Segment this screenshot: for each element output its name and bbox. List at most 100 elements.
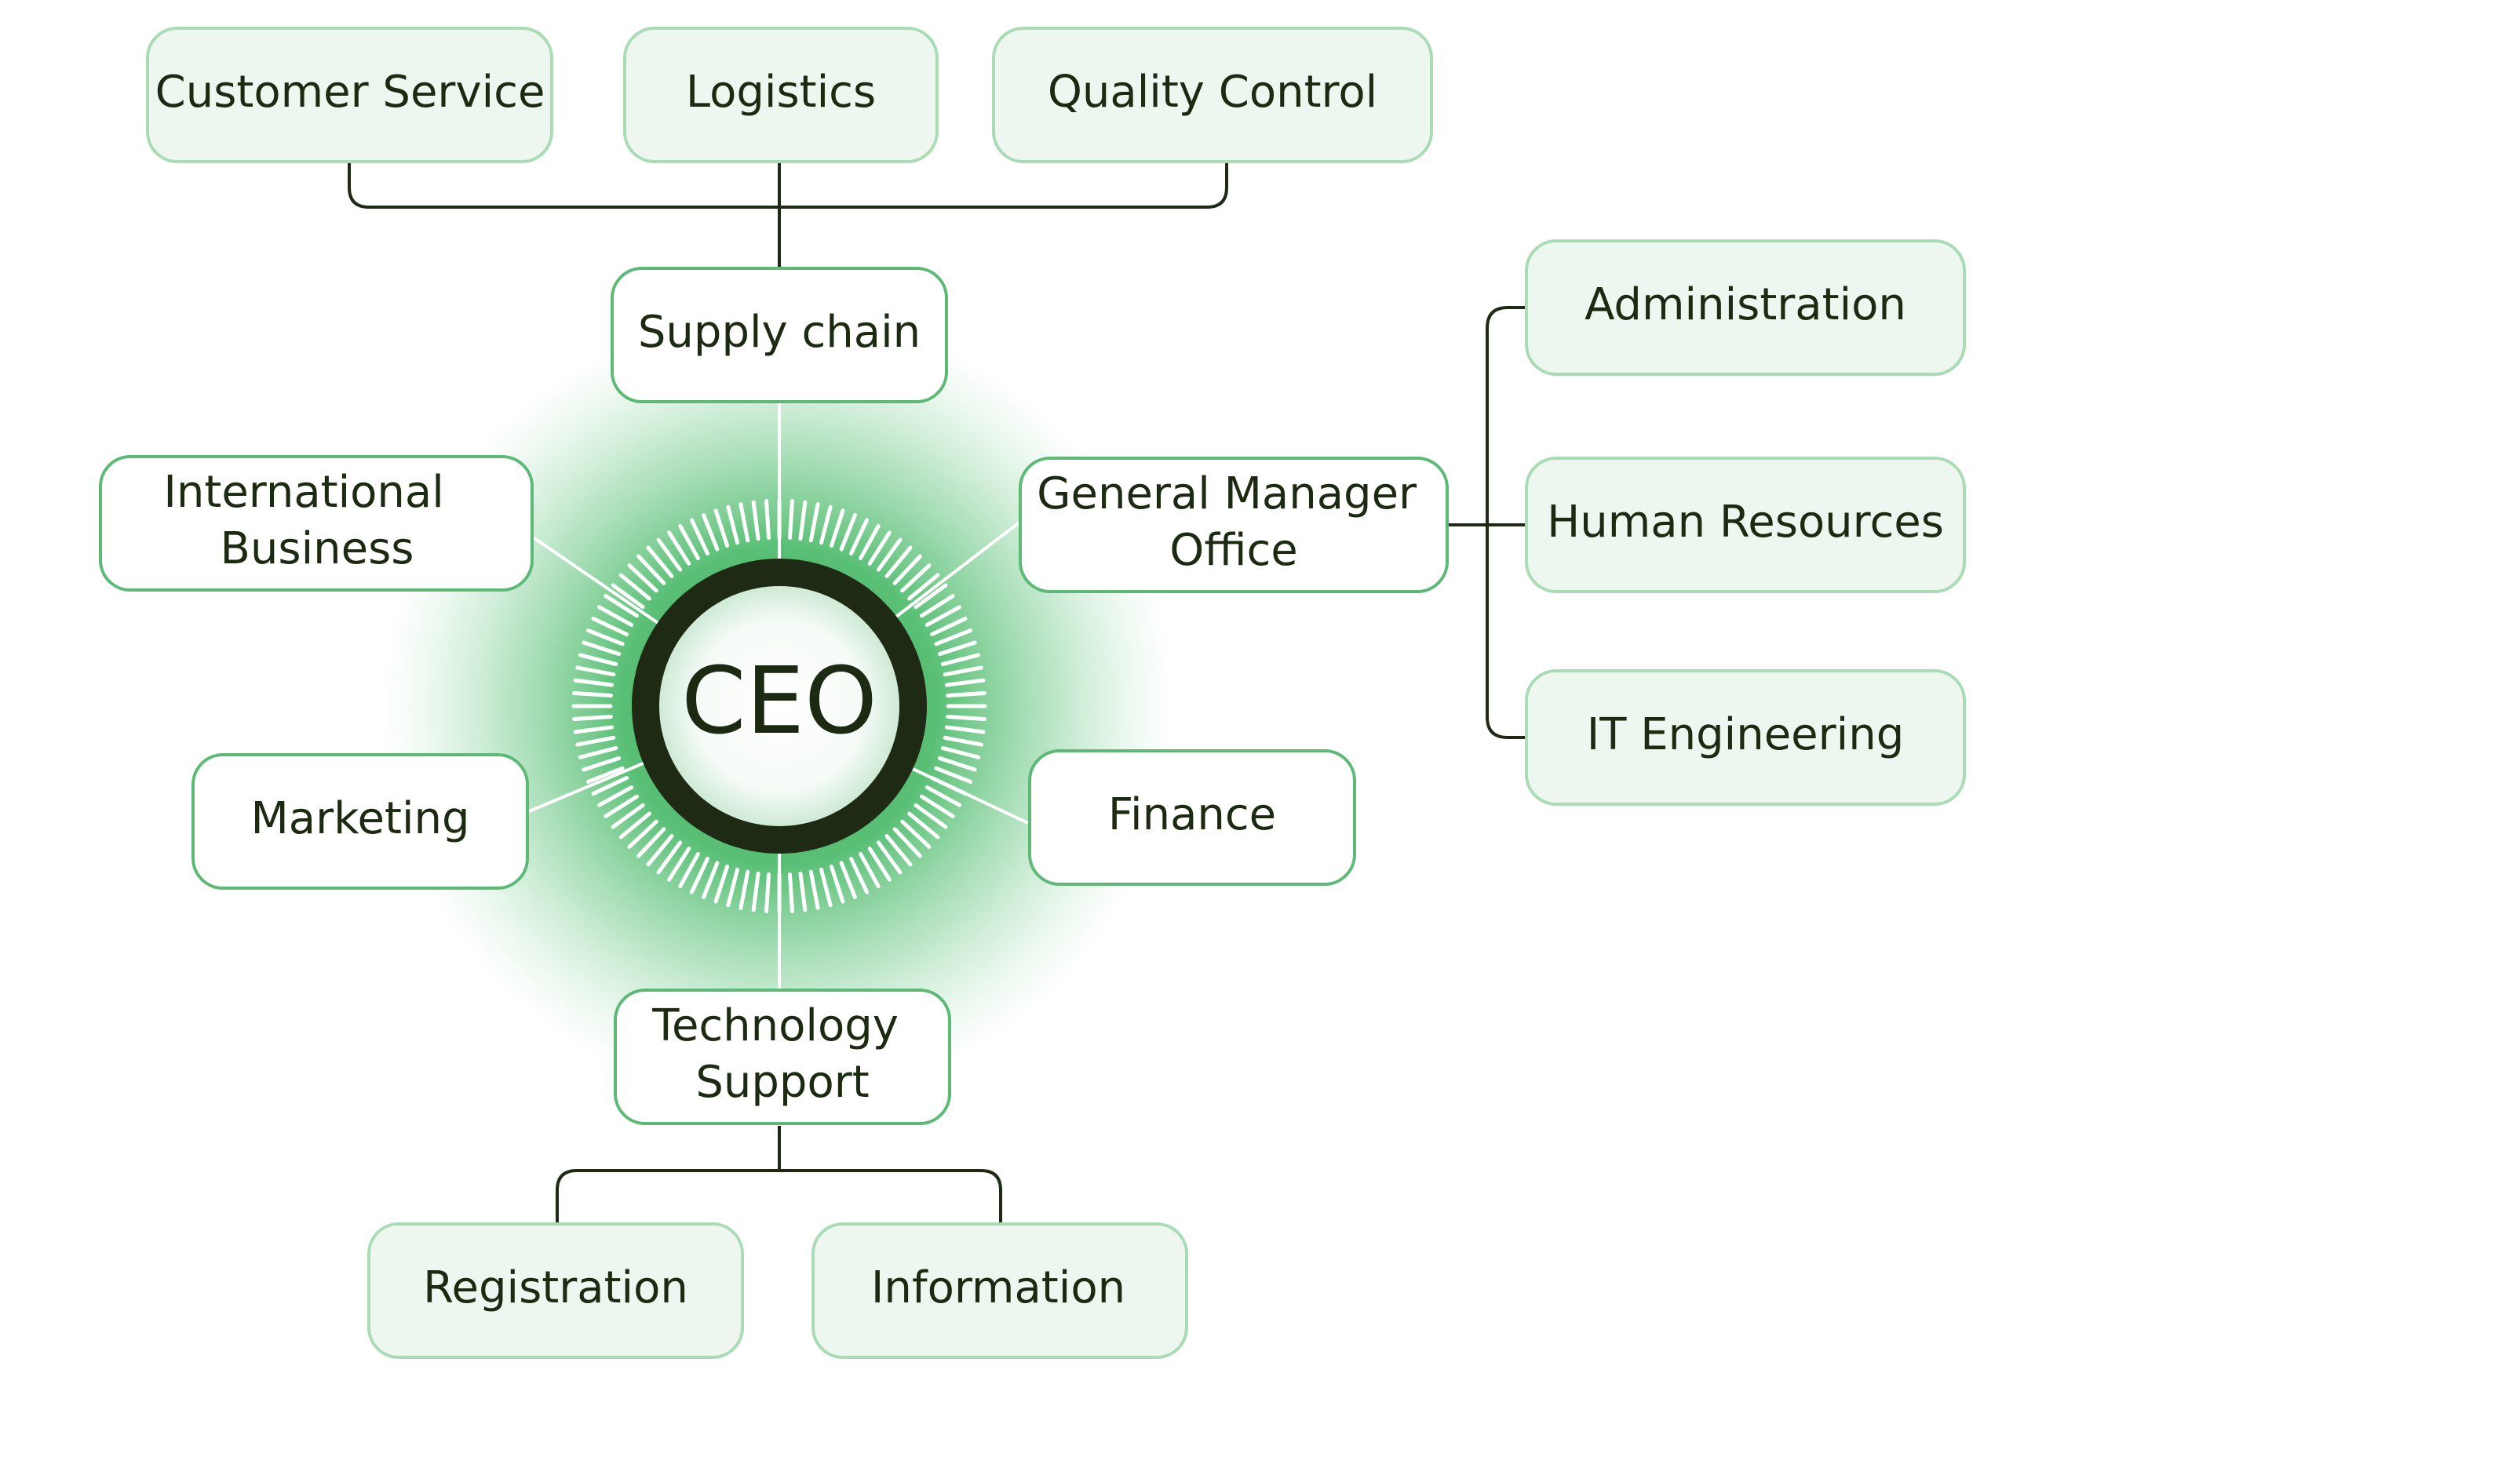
node-it-engineering[interactable]: IT Engineering xyxy=(1525,669,1966,806)
node-human-resources[interactable]: Human Resources xyxy=(1525,457,1966,593)
ring-tick xyxy=(808,502,820,543)
node-label-line-2: Business xyxy=(221,523,414,574)
connector-tech-support-information xyxy=(779,1169,1002,1224)
node-marketing[interactable]: Marketing xyxy=(191,753,529,890)
ring-tick xyxy=(636,827,666,858)
ring-tick xyxy=(656,840,683,875)
ring-tick xyxy=(585,766,625,784)
ring-tick xyxy=(678,523,700,561)
ring-tick xyxy=(907,811,940,839)
node-label: Human Resources xyxy=(1547,497,1944,548)
ring-tick xyxy=(764,872,771,913)
ring-tick xyxy=(738,502,750,543)
connector-gmo-administration xyxy=(1486,306,1526,525)
node-label: Finance xyxy=(1108,789,1276,840)
ring-tick xyxy=(867,530,892,566)
node-box xyxy=(146,27,553,163)
ring-tick xyxy=(839,861,857,900)
ceo-disc xyxy=(659,586,899,826)
node-label: Registration xyxy=(423,1262,688,1313)
ring-tick xyxy=(940,653,981,667)
node-international-business[interactable]: International Business xyxy=(99,455,534,592)
node-box xyxy=(992,27,1433,163)
ring-tick xyxy=(702,861,720,900)
node-box xyxy=(99,455,534,592)
ring-tick xyxy=(656,537,683,572)
ring-tick xyxy=(934,628,973,646)
node-logistics[interactable]: Logistics xyxy=(623,27,939,163)
ring-tick xyxy=(596,605,634,627)
ring-tick xyxy=(689,857,709,894)
ring-tick xyxy=(867,847,892,882)
ring-tick xyxy=(876,537,903,572)
ring-tick xyxy=(900,819,932,849)
node-label-line-2: Office xyxy=(1169,525,1297,576)
node-label: General Manager Office xyxy=(1037,468,1431,576)
ring-tick xyxy=(726,504,740,545)
ring-tick xyxy=(907,573,940,601)
ring-tick xyxy=(591,776,629,796)
node-label-line-2: Support xyxy=(695,1057,869,1108)
node-label: Marketing xyxy=(250,793,469,844)
ring-tick xyxy=(839,512,857,552)
ring-tick xyxy=(582,640,622,657)
node-registration[interactable]: Registration xyxy=(367,1222,744,1359)
ring-tick xyxy=(627,563,658,593)
node-quality-control[interactable]: Quality Control xyxy=(992,27,1433,163)
ring-tick xyxy=(636,554,666,585)
node-general-manager-office[interactable]: General Manager Office xyxy=(1019,457,1449,593)
ring-tick xyxy=(618,811,651,839)
ring-tick xyxy=(914,803,948,829)
ring-tick xyxy=(943,735,983,747)
ring-tick xyxy=(884,834,913,867)
ring-tick xyxy=(611,583,645,610)
ring-tick xyxy=(920,594,955,618)
ring-tick xyxy=(713,508,730,548)
ring-tick xyxy=(946,714,986,721)
ring-tick xyxy=(798,500,808,541)
connector-supply-chain-customer-service xyxy=(348,162,781,267)
ring-tick xyxy=(604,794,639,818)
node-box xyxy=(611,267,948,403)
ring-tick xyxy=(819,504,833,545)
ceo-label: CEO xyxy=(681,646,877,755)
ring-tick xyxy=(924,785,962,807)
ring-tick xyxy=(596,785,634,807)
node-box xyxy=(1019,457,1449,593)
node-technology-support[interactable]: Technology Support xyxy=(614,989,951,1125)
node-finance[interactable]: Finance xyxy=(1028,749,1356,886)
ring-tick xyxy=(572,714,613,721)
ring-tick xyxy=(914,583,948,610)
ring-tick xyxy=(678,851,700,889)
ring-tick xyxy=(575,665,616,677)
connector-tech-support-registration xyxy=(556,1169,779,1224)
ring-tick xyxy=(702,512,720,552)
ring-tick xyxy=(946,691,986,698)
node-label-line-1: International xyxy=(163,467,443,518)
node-administration[interactable]: Administration xyxy=(1525,239,1966,376)
ring-tick xyxy=(713,864,730,904)
node-label: IT Engineering xyxy=(1587,709,1905,760)
node-label: Customer Service xyxy=(155,67,545,118)
ring-tick xyxy=(787,499,794,540)
ring-tick xyxy=(849,857,870,894)
node-label: Quality Control xyxy=(1048,67,1377,118)
ring-tick xyxy=(940,745,981,759)
ring-tick xyxy=(859,523,881,561)
node-information[interactable]: Information xyxy=(811,1222,1188,1359)
node-box xyxy=(191,753,529,890)
ring-ticks xyxy=(571,498,987,914)
ring-tick xyxy=(667,847,691,882)
ring-tick xyxy=(578,745,618,759)
ring-tick xyxy=(573,725,615,734)
ring-tick xyxy=(738,869,750,910)
ring-tick xyxy=(751,500,760,541)
ring-tick xyxy=(808,869,820,910)
node-customer-service[interactable]: Customer Service xyxy=(146,27,553,163)
ring-tick xyxy=(892,827,922,858)
ring-tick xyxy=(934,766,973,784)
ring-tick xyxy=(829,864,845,904)
node-supply-chain[interactable]: Supply chain xyxy=(611,267,948,403)
ring-tick xyxy=(944,678,986,687)
